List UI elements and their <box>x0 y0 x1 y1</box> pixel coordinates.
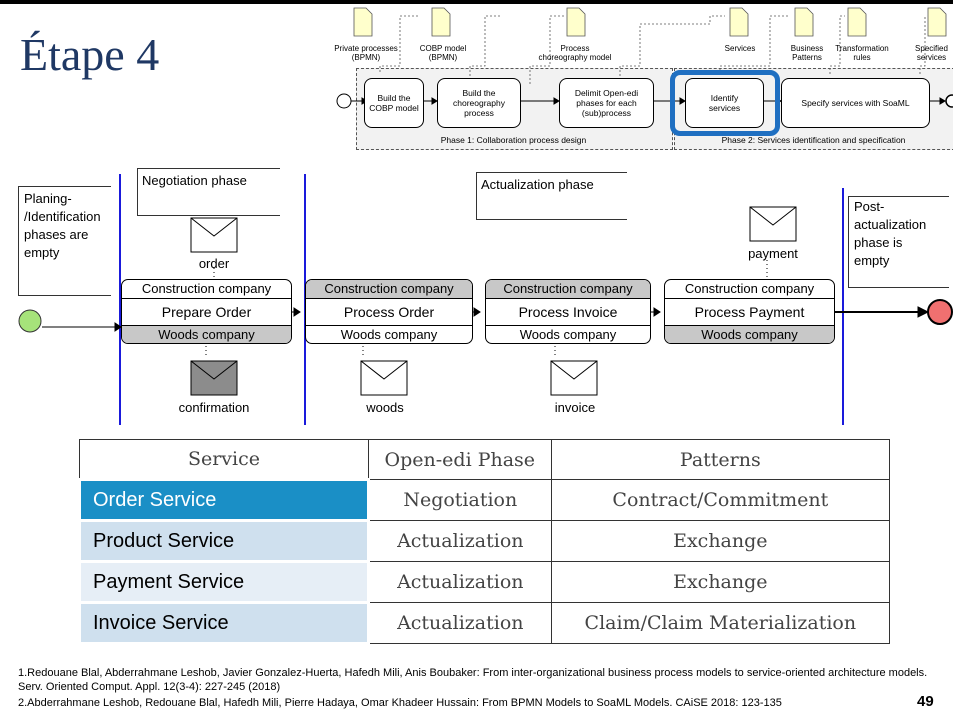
task-name: Process Invoice <box>486 299 650 326</box>
service-name-text: Order Service <box>93 488 217 511</box>
service-name: Product Service <box>78 519 370 563</box>
participant-bottom: Woods company <box>519 327 617 342</box>
actualization-note: Actualization phase <box>481 177 594 192</box>
participant-bottom: Woods company <box>122 326 291 343</box>
msg-confirmation-label: confirmation <box>178 400 250 415</box>
post-note-bracket <box>848 196 949 288</box>
top-border <box>0 0 953 4</box>
doc-label-specified-services: Specified services <box>915 44 948 62</box>
task-specify-services: Specify services with SoaML <box>781 78 930 128</box>
header-service: Service <box>79 439 369 480</box>
participant-bottom: Woods company <box>340 327 438 342</box>
negotiation-note: Negotiation phase <box>142 173 247 188</box>
participant-top: Construction company <box>122 280 291 299</box>
task-prepare-order: Construction company Prepare Order Woods… <box>121 279 292 344</box>
msg-payment-label: payment <box>748 246 798 261</box>
doc-label-private-processes: Private processes (BPMN) <box>334 44 398 62</box>
woods-envelope <box>360 360 408 396</box>
invoice-envelope <box>550 360 598 396</box>
post-note: Post- actualization phase is empty <box>854 199 927 268</box>
service-pattern: Exchange <box>550 520 891 562</box>
doc-label-services: Services <box>724 44 756 53</box>
service-pattern: Contract/Commitment <box>550 479 891 521</box>
task-name: Prepare Order <box>122 299 291 326</box>
page-number: 49 <box>917 693 934 710</box>
header-phase: Open-edi Phase <box>367 439 552 480</box>
table-row: Order Service Negotiation Contract/Commi… <box>78 478 891 522</box>
actualization-note-bracket <box>476 172 627 220</box>
footnote-2: 2.Abderrahmane Leshob, Redouane Blal, Ha… <box>18 697 782 709</box>
table-row: Product Service Actualization Exchange <box>78 519 891 563</box>
task-delimit-phases: Delimit Open-edi phases for each (sub)pr… <box>559 78 654 128</box>
msg-invoice-label: invoice <box>554 400 596 415</box>
service-phase: Actualization <box>367 520 552 562</box>
phase1-label: Phase 1: Collaboration process design <box>440 135 587 145</box>
task-identify-services: Identify services <box>685 78 764 128</box>
payment-envelope <box>749 206 797 242</box>
task-process-order: Construction company Process Order Woods… <box>305 279 473 344</box>
table-row: Invoice Service Actualization Claim/Clai… <box>78 601 891 645</box>
slide-title: Étape 4 <box>20 29 160 80</box>
participant-bottom: Woods company <box>665 326 834 343</box>
identify-services-highlight <box>670 70 780 136</box>
msg-woods-label: woods <box>366 400 404 415</box>
doc-label-choreography-model: Process choreography model <box>538 44 612 62</box>
planning-note: Planing- /Identification phases are empt… <box>24 191 101 260</box>
planning-note-bracket <box>18 186 111 296</box>
participant-top: Construction company <box>306 280 472 299</box>
confirmation-envelope <box>190 360 238 396</box>
order-envelope <box>190 217 238 253</box>
service-phase: Actualization <box>367 561 552 603</box>
methodology-diagram: Phase 1: Collaboration process design Ph… <box>320 4 953 154</box>
service-phase: Actualization <box>367 602 552 644</box>
service-pattern: Claim/Claim Materialization <box>550 602 891 644</box>
service-phase: Negotiation <box>367 479 552 521</box>
negotiation-note-bracket <box>137 168 280 216</box>
participant-top: Construction company <box>486 280 650 299</box>
doc-label-cobp-model: COBP model (BPMN) <box>419 44 467 62</box>
footnote-1: 1.Redouane Blal, Abderrahmane Leshob, Ja… <box>18 667 928 693</box>
table-row: Payment Service Actualization Exchange <box>78 560 891 604</box>
participant-top: Construction company <box>665 280 834 299</box>
msg-order-label: order <box>198 256 230 271</box>
doc-label-business-patterns: Business Patterns <box>790 44 824 62</box>
phase2-label: Phase 2: Services identification and spe… <box>721 135 906 145</box>
service-name: Payment Service <box>78 560 370 604</box>
task-name: Process Order <box>306 299 472 326</box>
task-build-choreography: Build the choreography process <box>437 78 521 128</box>
task-build-cobp-model: Build the COBP model <box>364 78 424 128</box>
task-process-invoice: Construction company Process Invoice Woo… <box>485 279 651 344</box>
doc-label-transformation-rules: Transformation rules <box>835 44 889 62</box>
header-patterns: Patterns <box>550 439 891 480</box>
task-name: Process Payment <box>665 299 834 326</box>
services-table: Service Open-edi Phase Patterns Order Se… <box>78 439 891 645</box>
choreography-diagram <box>18 174 953 425</box>
service-name: Invoice Service <box>78 601 370 645</box>
table-header-row: Service Open-edi Phase Patterns <box>79 439 891 480</box>
service-pattern: Exchange <box>550 561 891 603</box>
service-name: Order Service <box>78 478 370 522</box>
diagram-connectors <box>336 7 953 109</box>
task-process-payment: Construction company Process Payment Woo… <box>664 279 835 344</box>
